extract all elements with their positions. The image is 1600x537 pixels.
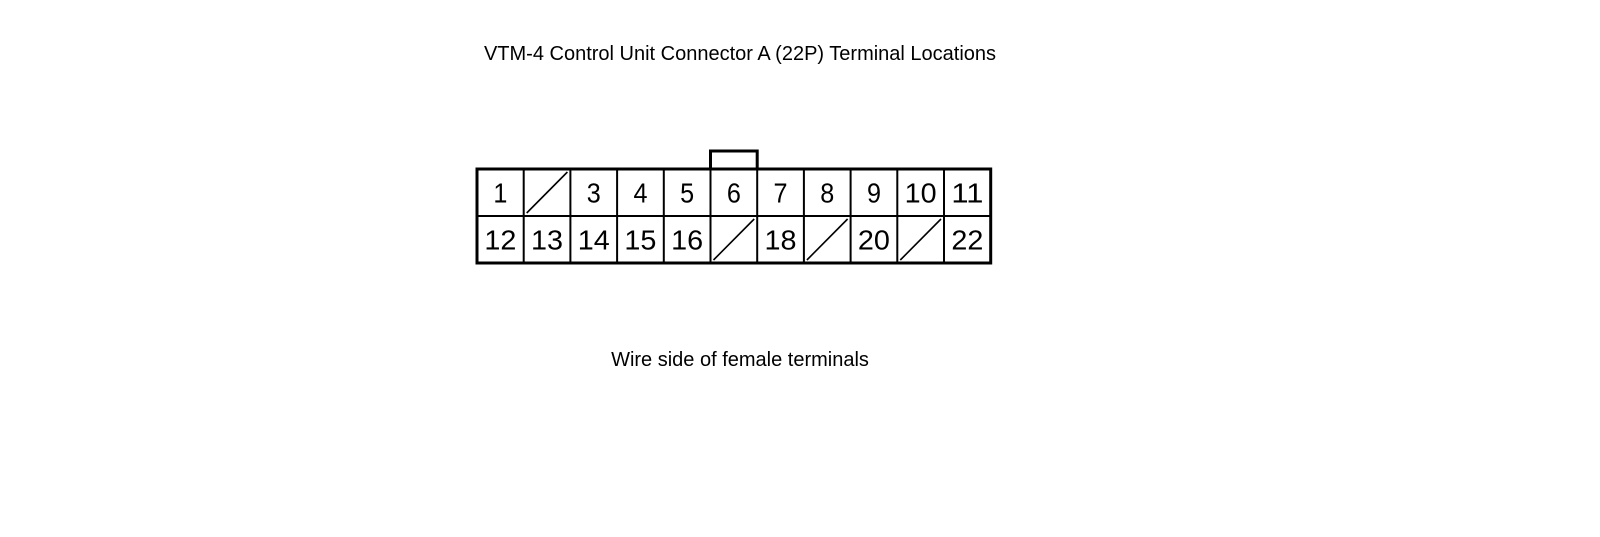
terminal-16: 16 xyxy=(671,225,703,256)
terminal-11: 11 xyxy=(951,178,983,209)
terminal-7: 7 xyxy=(774,178,788,209)
terminal-3: 3 xyxy=(587,178,601,209)
terminal-8: 8 xyxy=(820,178,834,209)
empty-terminal-slash xyxy=(712,218,755,261)
terminal-10: 10 xyxy=(905,178,937,209)
terminal-1: 1 xyxy=(493,178,507,209)
terminal-9: 9 xyxy=(867,178,881,209)
diagram-title: VTM-4 Control Unit Connector A (22P) Ter… xyxy=(483,43,997,65)
empty-terminal-slash xyxy=(526,171,568,214)
terminal-15: 15 xyxy=(624,225,656,256)
diagram-caption: Wire side of female terminals xyxy=(611,349,869,371)
connector-lock-tab xyxy=(709,149,759,169)
terminal-18: 18 xyxy=(765,225,797,256)
terminal-22: 22 xyxy=(951,225,983,256)
terminal-12: 12 xyxy=(484,225,516,256)
terminal-6: 6 xyxy=(727,178,741,209)
empty-terminal-slash xyxy=(806,218,849,261)
terminal-5: 5 xyxy=(680,178,694,209)
terminal-20: 20 xyxy=(858,225,890,256)
terminal-14: 14 xyxy=(578,225,610,256)
empty-terminal-slash xyxy=(899,218,942,261)
terminal-4: 4 xyxy=(633,178,647,209)
terminal-13: 13 xyxy=(531,225,563,256)
